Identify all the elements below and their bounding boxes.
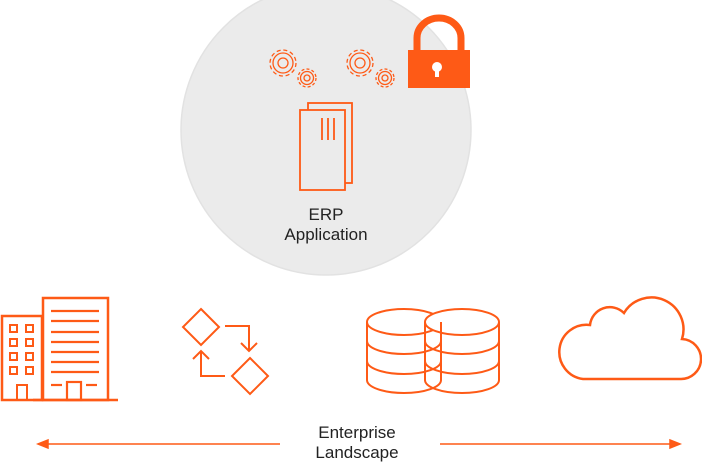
- arrow-right-icon: [440, 438, 683, 450]
- gears-icon: [346, 49, 395, 88]
- landscape-label-line1: Enterprise: [318, 423, 396, 442]
- erp-label-line2: Application: [284, 225, 368, 244]
- arrow-left-icon: [35, 438, 280, 450]
- building-icon: [0, 296, 118, 402]
- erp-label-line1: ERP: [308, 205, 344, 224]
- document-icon: [299, 102, 353, 191]
- lock-icon: [408, 14, 470, 88]
- database-icon: [366, 308, 500, 394]
- gears-icon: [269, 49, 317, 88]
- erp-label: ERP Application: [246, 205, 406, 245]
- cloud-icon: [558, 296, 702, 381]
- enterprise-landscape-label: Enterprise Landscape: [277, 423, 437, 463]
- workflow-icon: [181, 307, 270, 396]
- landscape-label-line2: Landscape: [315, 443, 399, 462]
